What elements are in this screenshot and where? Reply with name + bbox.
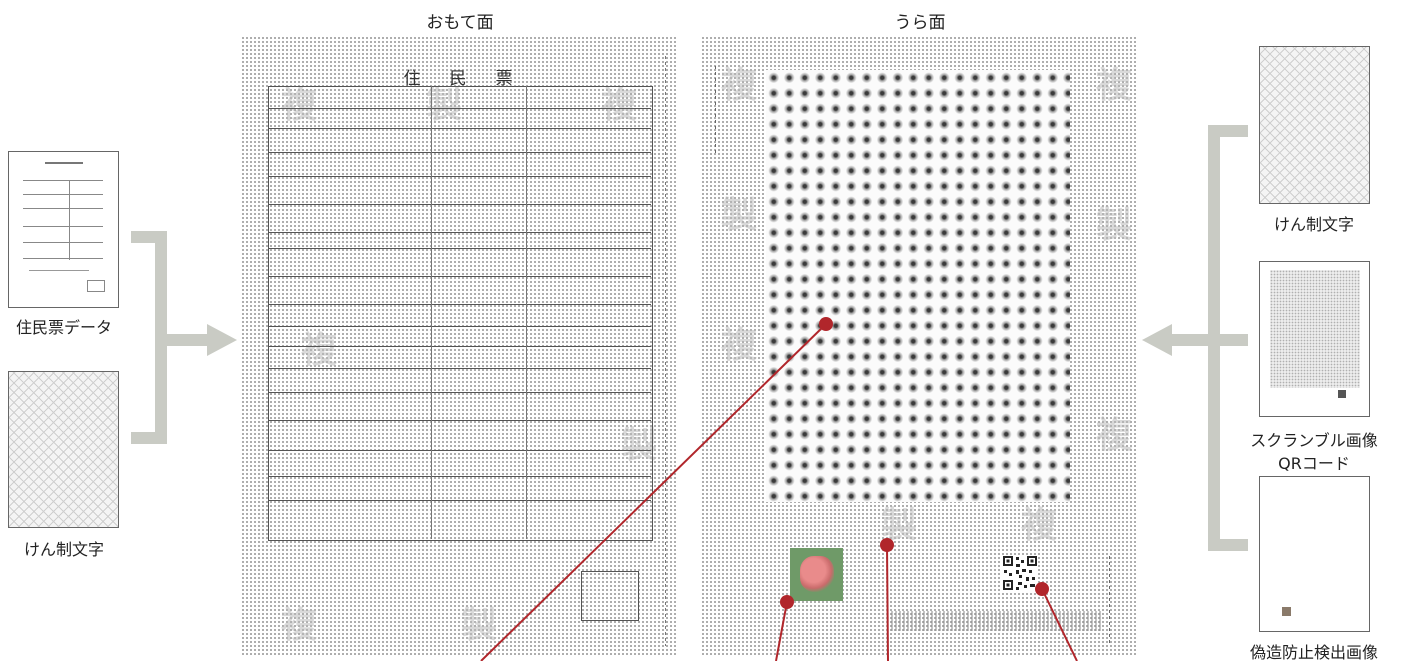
resident-record-heading: 住 民 票	[403, 69, 519, 89]
right-arrow-shaft	[1170, 334, 1220, 346]
forgery-detection-label: 偽造防止検出画像	[1249, 643, 1378, 662]
left-arrow-icon	[1142, 324, 1172, 356]
forgery-detection-patch	[790, 548, 843, 601]
front-side-title: おもて面	[426, 13, 494, 33]
left-bracket-vertical	[155, 231, 167, 444]
scramble-image	[766, 70, 1070, 502]
qr-code-icon	[1002, 555, 1038, 591]
forgery-detection-thumbnail	[1259, 476, 1370, 632]
juminhyo-data-label: 住民票データ	[15, 318, 112, 337]
back-side-title: うら面	[894, 13, 946, 33]
left-arrow-shaft	[167, 334, 209, 346]
right-arrow-icon	[207, 324, 237, 356]
right-bracket-bottom	[1208, 539, 1248, 551]
kensei-moji-thumbnail-left	[8, 371, 119, 528]
scramble-image-label: スクランブル画像	[1250, 431, 1378, 450]
kensei-moji-thumbnail-right	[1259, 46, 1370, 204]
kensei-moji-label-right: けん制文字	[1273, 215, 1354, 234]
qr-code-label: QRコード	[1278, 454, 1350, 473]
kensei-moji-label-left: けん制文字	[23, 540, 104, 559]
right-bracket-middle	[1208, 334, 1248, 346]
right-bracket-top	[1208, 125, 1248, 137]
juminhyo-data-thumbnail	[8, 151, 119, 308]
left-bracket-bottom	[131, 432, 167, 444]
front-document: 複 製 複 複 製 複 製 住 民 票	[241, 36, 677, 657]
scramble-qr-thumbnail	[1259, 261, 1370, 417]
